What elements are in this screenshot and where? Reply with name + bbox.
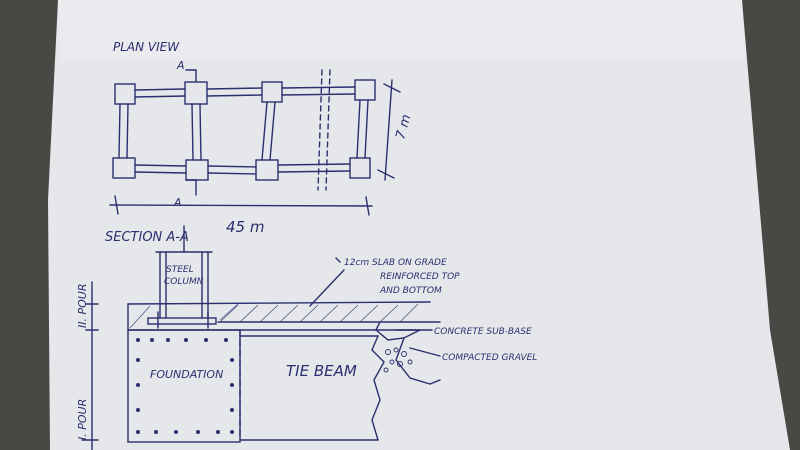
slab-note-line-3: AND BOTTOM xyxy=(379,286,442,296)
slab-note-line-1: 12cm SLAB ON GRADE xyxy=(344,258,447,268)
slab-note-line-2: REINFORCED TOP xyxy=(380,272,460,282)
pad-footing xyxy=(354,79,376,101)
second-pour-label: II. POUR xyxy=(76,284,89,328)
slab-hatching xyxy=(129,303,419,329)
pad-footing xyxy=(112,157,136,179)
steel-column-label-1: STEEL xyxy=(166,265,194,275)
section-mark-top: A xyxy=(176,59,185,72)
foundation-label: FOUNDATION xyxy=(150,368,223,381)
first-pour-label: I. POUR xyxy=(76,399,89,440)
tie-beam-label: TIE BEAM xyxy=(286,362,357,380)
pad-footing xyxy=(349,157,371,179)
rebar-dots xyxy=(136,338,234,434)
pad-footing xyxy=(185,159,209,181)
paper-background xyxy=(48,0,790,450)
pad-footing xyxy=(261,81,283,103)
steel-column-label-2: COLUMN xyxy=(164,277,204,287)
dimension-width-label: 7 m xyxy=(393,113,414,141)
dimension-length-label: 45 m xyxy=(226,218,264,236)
compacted-gravel-label: COMPACTED GRAVEL xyxy=(442,353,537,363)
pad-footing xyxy=(255,159,279,181)
plan-view xyxy=(109,69,401,216)
pad-footing xyxy=(114,83,136,105)
section-drawing xyxy=(81,225,441,450)
section-title: SECTION A-A xyxy=(105,230,189,245)
gravel-symbols xyxy=(383,347,413,373)
concrete-sub-base-label: CONCRETE SUB-BASE xyxy=(434,327,532,337)
plan-view-title: PLAN VIEW xyxy=(113,40,180,54)
section-mark-bottom: A xyxy=(173,196,182,209)
